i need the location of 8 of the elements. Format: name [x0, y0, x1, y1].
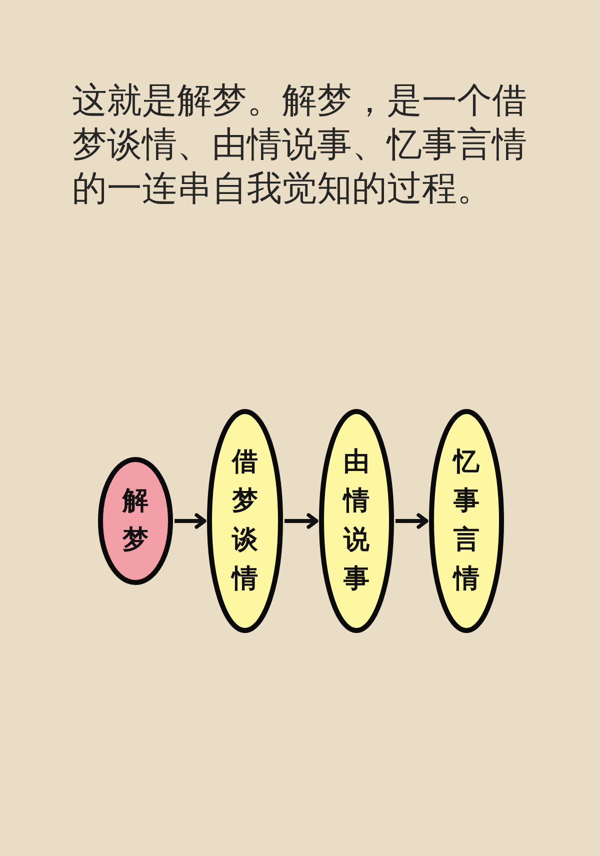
step-ellipse: 忆事言情 [429, 409, 504, 633]
body-text: 这就是解梦。解梦，是一个借梦谈情、由情说事、忆事言情的一连串自我觉知的过程。 [72, 80, 528, 211]
arrow [174, 513, 206, 529]
step-ellipse: 借梦谈情 [207, 409, 283, 633]
step-ellipse: 由情说事 [319, 409, 394, 633]
arrow [284, 513, 318, 529]
step-ellipse: 解梦 [98, 457, 173, 585]
arrow [396, 513, 428, 529]
